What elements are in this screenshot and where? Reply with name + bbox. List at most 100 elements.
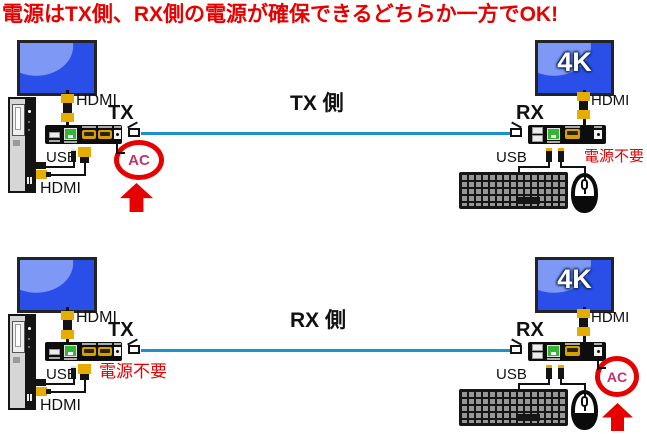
mouse-body: [575, 196, 594, 209]
usb-cable-line: [548, 162, 550, 167]
port-label-mark: [114, 126, 121, 128]
up-arrow-icon: [602, 403, 633, 431]
power-lead-line: [116, 152, 125, 154]
hdmi-port-icon: [82, 130, 96, 139]
usb-cable-line: [45, 166, 75, 168]
tx-device-box: [45, 342, 122, 361]
port-label-mark: [49, 140, 60, 142]
tower-vent: [27, 177, 29, 184]
hdmi-plug-cable: [579, 101, 588, 106]
lan-port-icon: [64, 345, 77, 357]
hdmi-plug-cable: [63, 325, 72, 330]
monitor-4k-label: 4K: [557, 264, 592, 294]
floppy-bay: [12, 104, 25, 136]
hdmi-port-icon: [565, 346, 580, 356]
port-label-mark: [82, 343, 96, 345]
usb-port-icon: [49, 349, 60, 355]
hdmi-port-icon: [82, 347, 96, 356]
usb-cable-line: [548, 379, 550, 384]
port-label-mark: [64, 358, 77, 360]
hdmi-plug-cable: [579, 106, 588, 110]
mouse-wheel: [581, 179, 588, 190]
section-label: RX 側: [290, 309, 347, 332]
hdmi-plug-icon: [577, 309, 590, 318]
mouse-body: [575, 413, 594, 426]
usb-cable-line: [45, 383, 75, 385]
power-led: [28, 327, 31, 330]
hdmi-port-icon: [565, 129, 580, 139]
hdmi-cable-line: [84, 162, 86, 176]
tower-vent: [30, 394, 32, 401]
hdmi-plug-cable: [80, 157, 89, 163]
usb-plug-icon: [36, 379, 46, 386]
port-label-mark: [98, 343, 112, 345]
hdmi-label: HDMI: [40, 180, 81, 197]
hdmi-plug-icon: [577, 110, 590, 119]
hdmi-plug-icon: [78, 147, 91, 157]
tower-dot: [28, 129, 30, 131]
cat-cable-line: [141, 349, 512, 352]
hdmi-plug-icon: [577, 327, 590, 336]
usb-label: USB: [496, 366, 527, 383]
usb-port-icon: [532, 135, 543, 142]
mouse-icon: [571, 390, 598, 430]
power-lead-line: [116, 144, 118, 154]
section-label: TX 側: [290, 92, 344, 115]
usb-plug-icon: [546, 365, 552, 379]
lan-port-icon: [547, 345, 560, 357]
dc-port-icon: [114, 347, 121, 356]
up-arrow-icon: [120, 183, 153, 212]
lan-port-icon: [64, 128, 77, 140]
hdmi-plug-cable: [63, 320, 72, 325]
floppy-bay: [12, 321, 25, 353]
port-label-mark: [565, 126, 580, 128]
port-label-mark: [98, 126, 112, 128]
power-led: [28, 110, 31, 113]
port-label-mark: [49, 357, 60, 359]
usb-label: USB: [496, 149, 527, 166]
monitor-4k-label: 4K: [557, 47, 592, 77]
hdmi-plug-cable: [46, 172, 51, 177]
usb-cable-line: [560, 379, 562, 384]
hdmi-plug-cable: [46, 389, 51, 394]
usb-port-icon: [532, 344, 543, 351]
ac-badge: AC: [114, 140, 164, 180]
tower-dot: [28, 121, 30, 123]
ac-badge: AC: [595, 356, 639, 397]
port-label-mark: [565, 343, 580, 345]
mouse-wheel: [581, 396, 588, 407]
hdmi-label: HDMI: [591, 92, 630, 109]
tx-device-box: [45, 125, 122, 144]
usb-plug-icon: [558, 148, 564, 162]
tower-dot: [28, 346, 30, 348]
usb-port-icon: [49, 132, 60, 138]
cable-connector-icon: [128, 345, 140, 354]
diagram-tx-powered: TX 側 HDMI TX: [0, 40, 647, 240]
usb-cable-line: [584, 383, 586, 391]
tower-vent: [27, 394, 29, 401]
hdmi-plug-cable: [63, 103, 72, 108]
dc-port-icon: [594, 130, 602, 139]
tower-button: [13, 357, 20, 363]
monitor-4k-icon: 4K: [535, 40, 614, 96]
keyboard-icon: [459, 389, 568, 426]
tx-device-label: TX: [108, 319, 134, 341]
keyboard-spacebar: [515, 413, 540, 422]
usb-port-icon: [532, 352, 543, 359]
hdmi-plug-icon: [61, 311, 74, 320]
monitor-4k-icon: 4K: [535, 257, 614, 313]
monitor-icon: [17, 40, 97, 96]
rx-device-label: RX: [516, 102, 544, 124]
usb-plug-icon: [71, 366, 76, 379]
rx-device-box: [528, 125, 606, 144]
hdmi-cable-line: [84, 379, 86, 393]
usb-cable-line: [560, 383, 586, 385]
keyboard-keys: [462, 175, 565, 206]
dc-port-icon: [594, 347, 602, 356]
rx-device-label: RX: [516, 319, 544, 341]
dc-port-icon: [114, 130, 121, 139]
hdmi-plug-icon: [36, 387, 47, 396]
no-power-note: 電源不要: [99, 362, 167, 381]
floppy-slot: [15, 324, 21, 347]
